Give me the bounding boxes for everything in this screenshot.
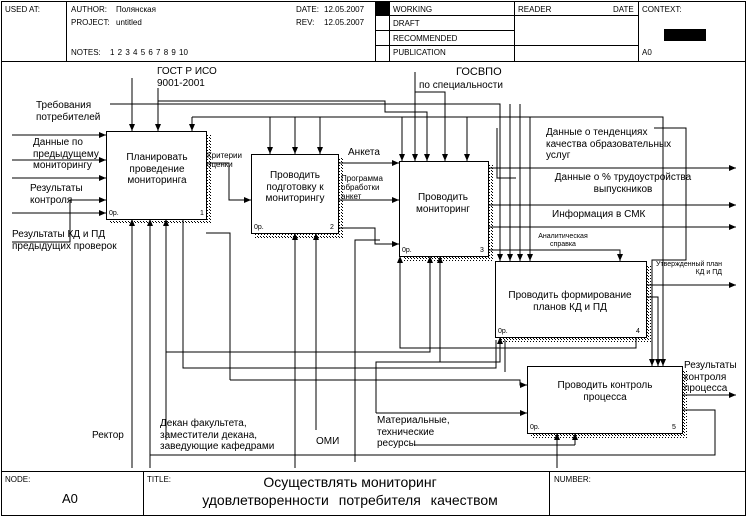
label-smk: Информация в СМК: [552, 209, 646, 220]
label-rezultaty-kontrolya: Результаты контроля: [30, 183, 83, 206]
activity-2-number: 2: [330, 224, 334, 231]
activity-1-cost: 0р.: [109, 210, 119, 217]
label-po-spec: по специальности: [419, 80, 503, 91]
label-programma: Программа обработки анкет: [341, 174, 383, 202]
label-anketa: Анкета: [348, 147, 380, 158]
notes-label: NOTES:: [71, 48, 101, 57]
activity-4-label: Проводить формирование планов КД и ПД: [508, 290, 632, 313]
status-working: WORKING: [393, 5, 433, 14]
activity-5-cost: 0р.: [530, 424, 540, 431]
label-rektor: Ректор: [92, 430, 124, 441]
title-line-2: удовлетворенности потребителя качеством: [202, 492, 498, 508]
label-materialnye: Материальные, технические ресурсы: [377, 415, 450, 449]
rev-label: REV:: [296, 18, 315, 27]
number-label: NUMBER:: [554, 475, 591, 484]
author-label: AUTHOR:: [71, 5, 107, 14]
label-utverzhdennyi: Утвержденный план КД и ПД: [656, 261, 722, 277]
activity-3-label: Проводить мониторинг: [416, 192, 470, 215]
context-label: CONTEXT:: [642, 5, 682, 14]
node-label: NODE:: [5, 475, 31, 484]
activity-2-label: Проводить подготовку к мониторингу: [265, 170, 325, 204]
activity-1-number: 1: [200, 210, 204, 217]
context-node: A0: [642, 48, 652, 57]
label-gosvpo: ГОСВПО: [456, 66, 502, 78]
date-label: DATE:: [296, 5, 319, 14]
reader-label: READER: [518, 5, 552, 14]
status-draft: DRAFT: [393, 19, 420, 28]
label-rezultaty-kontrolya-processa: Результаты контроля процесса: [684, 360, 737, 394]
activity-4-cost: 0р.: [498, 328, 508, 335]
activity-3-number: 3: [480, 247, 484, 254]
notes-value: 1 2 3 4 5 6 7 8 9 10: [110, 48, 188, 57]
label-omi: ОМИ: [316, 436, 340, 447]
label-rezultaty-kd: Результаты КД и ПД предыдущих проверок: [12, 229, 117, 252]
node-value: A0: [62, 491, 78, 506]
project-value: untitled: [116, 18, 142, 27]
reader-date-label: DATE: [613, 5, 634, 14]
used-at-label: USED AT:: [5, 5, 40, 14]
project-label: PROJECT:: [71, 18, 110, 27]
author-value: Полянская: [116, 5, 156, 14]
label-trudoustroistvo: Данные о % трудоустройства выпускников: [554, 172, 692, 195]
activity-1-label: Планировать проведение мониторинга: [126, 152, 188, 186]
title-label: TITLE:: [147, 475, 172, 484]
rev-value: 12.05.2007: [324, 18, 365, 27]
title-line-1: Осуществлять мониторинг: [263, 474, 437, 490]
date-value: 12.05.2007: [324, 5, 365, 14]
status-publication: PUBLICATION: [393, 48, 446, 57]
activity-2-cost: 0р.: [254, 224, 264, 231]
label-analiticheskaya: Аналитическая справка: [538, 233, 588, 249]
label-kriterii: Критерии оценки: [207, 151, 242, 170]
activity-5-label: Проводить контроль процесса: [557, 380, 653, 403]
label-dekan: Декан факультета, заместители декана, за…: [160, 418, 275, 452]
activity-3-cost: 0р.: [402, 247, 412, 254]
label-gost: ГОСТ Р ИСО 9001-2001: [157, 66, 217, 89]
label-trebovaniya: Требования потребителей: [36, 100, 101, 123]
label-dannye-po: Данные по предыдущему мониторингу: [33, 137, 99, 171]
status-recommended: RECOMMENDED: [393, 34, 458, 43]
activity-4-number: 4: [636, 328, 640, 335]
activity-5-number: 5: [672, 424, 676, 431]
label-tendencii: Данные о тенденциях качества образовател…: [546, 127, 672, 161]
